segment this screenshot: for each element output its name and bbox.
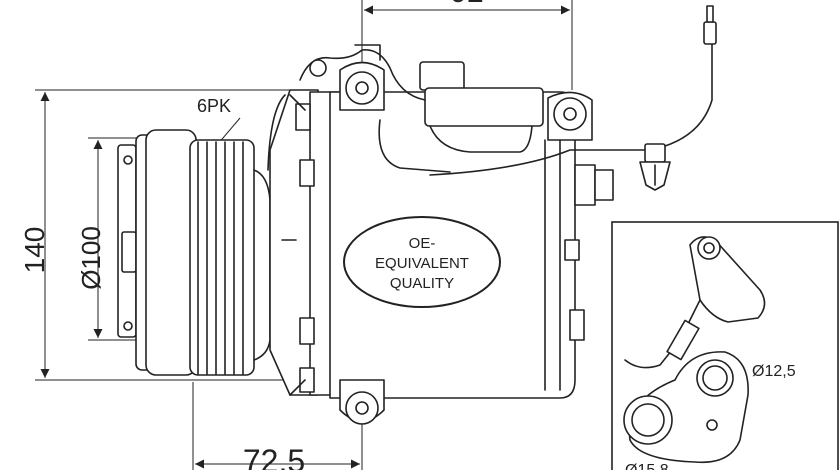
dim-top-width-label: 92 (450, 0, 483, 9)
clutch-plate (117, 129, 197, 376)
dim-bottom-offset-label: 72,5 (243, 443, 305, 470)
solenoid-control-valve (378, 61, 544, 173)
rear-fittings (564, 164, 614, 341)
port-large-diameter-label: Ø15,8 (625, 462, 669, 470)
wire-clip (639, 143, 671, 191)
dim-height-label: 140 (19, 227, 50, 274)
belt-type-label: 6PK (197, 96, 231, 116)
sensor-connector (703, 5, 717, 45)
port-detail-inset: Ø12,5 Ø15,8 (611, 221, 839, 475)
badge-line-3: QUALITY (390, 275, 454, 292)
badge-line-2: EQUIVALENT (375, 255, 469, 272)
dim-pulley-diameter-label: Ø100 (76, 226, 106, 290)
mounting-ear-top-right (547, 91, 593, 141)
mounting-ear-bottom (339, 379, 385, 425)
mounting-ear-top-left (339, 61, 385, 111)
pulley-grooves (189, 139, 271, 376)
oe-quality-badge: OE- EQUIVALENT QUALITY (343, 216, 501, 308)
port-small-diameter-label: Ø12,5 (752, 363, 796, 380)
badge-line-1: OE- (409, 235, 436, 252)
